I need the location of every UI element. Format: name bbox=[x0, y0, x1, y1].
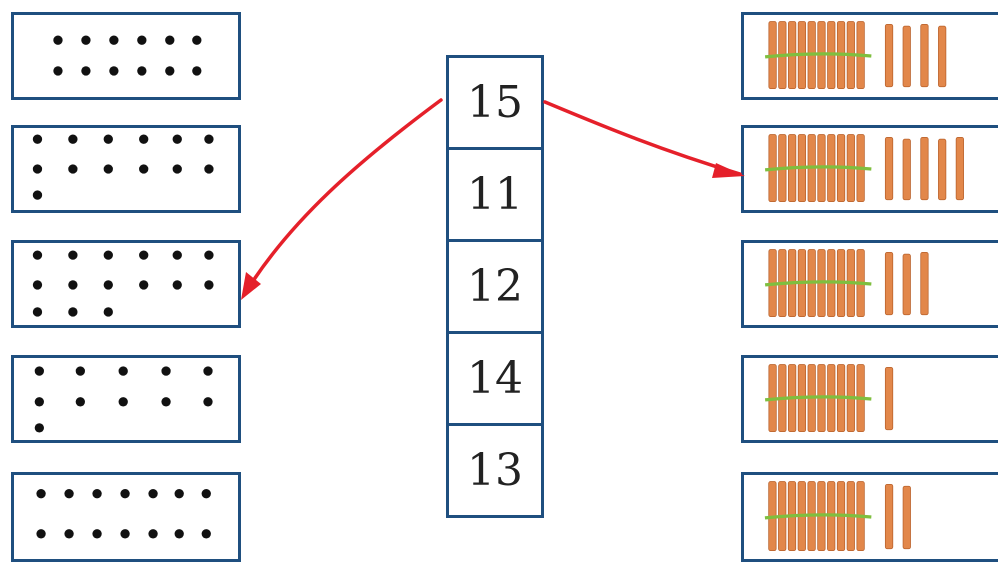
dot-card-3[interactable] bbox=[11, 240, 241, 328]
loose-stick bbox=[884, 23, 894, 88]
dot-card-5[interactable] bbox=[11, 472, 241, 562]
stick-card-2[interactable] bbox=[741, 125, 998, 213]
dots-13 bbox=[32, 134, 214, 200]
arrowhead-left bbox=[241, 272, 261, 300]
number-cell-1[interactable]: 15 bbox=[446, 55, 544, 150]
number-cell-5[interactable]: 13 bbox=[446, 426, 544, 518]
bundle-band bbox=[764, 280, 872, 287]
stick-card-5[interactable] bbox=[741, 472, 998, 562]
sticks-11 bbox=[764, 364, 894, 432]
loose-stick bbox=[920, 251, 929, 316]
dot-card-4[interactable] bbox=[11, 355, 241, 443]
loose-stick bbox=[920, 23, 929, 88]
dots-11 bbox=[34, 366, 213, 433]
bundle-band bbox=[764, 395, 872, 402]
loose-stick bbox=[884, 251, 894, 316]
number-cell-3[interactable]: 12 bbox=[446, 242, 544, 334]
dots-15 bbox=[32, 250, 214, 317]
stick-card-3[interactable] bbox=[741, 240, 998, 328]
loose-stick bbox=[920, 136, 929, 201]
sticks-14 bbox=[764, 21, 947, 89]
bundle-band bbox=[764, 513, 872, 520]
bundle-band bbox=[764, 165, 872, 172]
loose-stick bbox=[902, 485, 911, 550]
loose-stick bbox=[902, 253, 911, 316]
number-column: 15 11 12 14 13 bbox=[446, 55, 544, 518]
arrow-to-sticks-15 bbox=[543, 100, 742, 176]
sticks-12 bbox=[764, 481, 911, 551]
dot-card-1[interactable] bbox=[11, 12, 241, 100]
loose-stick bbox=[884, 366, 894, 431]
loose-stick bbox=[884, 483, 894, 550]
sticks-15 bbox=[764, 134, 964, 202]
number-cell-2[interactable]: 11 bbox=[446, 150, 544, 242]
dots-12 bbox=[53, 35, 202, 76]
loose-stick bbox=[902, 138, 911, 201]
dot-card-2[interactable] bbox=[11, 125, 241, 213]
loose-stick bbox=[955, 136, 964, 201]
sticks-13 bbox=[764, 249, 929, 317]
stick-card-4[interactable] bbox=[741, 355, 998, 443]
loose-stick bbox=[884, 136, 894, 201]
loose-stick bbox=[938, 25, 947, 88]
arrow-to-dots-15 bbox=[242, 98, 443, 297]
loose-stick bbox=[902, 25, 911, 88]
loose-stick bbox=[938, 138, 947, 201]
dots-14 bbox=[36, 489, 211, 539]
bundle-band bbox=[764, 52, 872, 59]
stick-card-1[interactable] bbox=[741, 12, 998, 100]
number-cell-4[interactable]: 14 bbox=[446, 334, 544, 426]
